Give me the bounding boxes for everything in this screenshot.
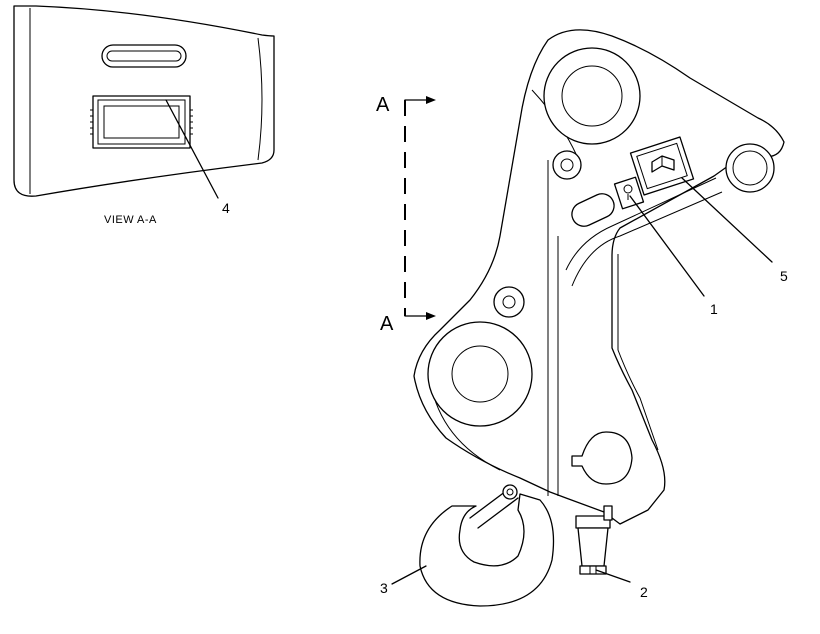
section-arrowhead-top	[426, 96, 436, 104]
bolt-lower	[493, 286, 525, 318]
section-marker-bottom: A	[380, 313, 394, 335]
view-a-a-outline	[13, 5, 275, 197]
leader-2	[595, 569, 631, 583]
callout-2: 2	[640, 584, 648, 600]
cylinder-valve	[575, 505, 613, 575]
frame-relief-arm	[565, 177, 717, 271]
callout-4: 4	[222, 200, 230, 216]
hook-link-lower	[477, 497, 519, 529]
view-a-a: 4 VIEW A-A	[13, 5, 275, 226]
view-a-a-plate-ticks	[90, 109, 193, 135]
view-a-a-plate-inner	[97, 99, 186, 145]
leader-3	[391, 565, 427, 585]
cylinder-nut	[579, 565, 607, 575]
section-marker-top: A	[376, 94, 390, 116]
callout-3: 3	[380, 580, 388, 596]
bolt-upper	[552, 150, 582, 180]
leader-1	[629, 195, 705, 297]
view-a-a-plate	[92, 95, 191, 149]
leader-4	[165, 99, 219, 199]
cylinder-body	[577, 527, 609, 567]
hook-pivot	[502, 484, 518, 500]
view-a-a-slot	[101, 44, 187, 68]
callout-1: 1	[710, 301, 718, 317]
view-a-a-caption: VIEW A-A	[104, 214, 157, 226]
hook-outline	[419, 493, 555, 607]
view-a-a-slot-inner	[106, 50, 182, 62]
small-plate	[613, 176, 645, 210]
lower-cam-slot	[571, 431, 633, 485]
hook-lever	[419, 484, 555, 607]
frame-relief-right	[617, 254, 659, 451]
section-line: A A	[376, 94, 436, 335]
view-a-a-right-contour	[257, 37, 263, 161]
view-a-a-plate-window	[103, 105, 180, 139]
callouts: 1 2 3 5	[380, 177, 788, 600]
upper-slot	[571, 193, 615, 227]
manual-decal	[629, 136, 695, 196]
rear-latch-pin	[725, 143, 775, 193]
upper-pin-boss	[543, 47, 641, 145]
lower-pin-boss	[427, 321, 533, 427]
cylinder-fitting	[603, 505, 613, 521]
frame-relief-arm-2	[571, 191, 723, 287]
callout-5: 5	[780, 268, 788, 284]
section-arrowhead-bottom	[426, 312, 436, 320]
leader-5	[681, 177, 773, 263]
